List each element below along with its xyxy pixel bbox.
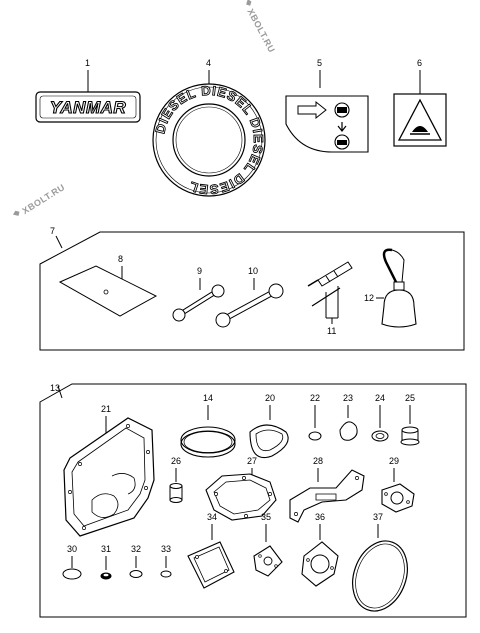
callout-8: 8 (118, 254, 123, 264)
callout-10: 10 (248, 266, 258, 276)
part-36-flange-gasket (301, 524, 339, 587)
part-11-screwdriver-set (307, 261, 353, 324)
part-20-oval-gasket (249, 405, 289, 459)
callout-6: 6 (417, 58, 422, 68)
part-29-flange-gasket (381, 468, 415, 513)
part-26-sleeve (169, 468, 183, 503)
part-21-case-gasket (63, 416, 155, 537)
part-5-oil-indicator-label (285, 70, 369, 153)
group-13-frame (39, 383, 467, 618)
callout-12: 12 (364, 293, 374, 303)
callout-5: 5 (317, 58, 322, 68)
callout-25: 25 (405, 393, 415, 403)
part-6-warning-label (393, 70, 447, 147)
callout-35: 35 (261, 512, 271, 522)
group-7-frame (39, 231, 465, 351)
watermark-text: XBOLT.RU (245, 7, 277, 54)
watermark-left: XBOLT.RU (13, 182, 67, 216)
callout-36: 36 (315, 512, 325, 522)
part-10-wrench (215, 278, 284, 328)
part-31-washer (100, 556, 112, 580)
callout-30: 30 (67, 544, 77, 554)
yanmar-logo-text: YANMAR (50, 98, 127, 117)
part-28-manifold-gasket (289, 468, 365, 523)
part-33-washer (160, 556, 172, 578)
callout-27: 27 (247, 456, 257, 466)
callout-28: 28 (313, 456, 323, 466)
part-1-yanmar-label: YANMAR (35, 70, 141, 123)
callout-9: 9 (197, 266, 202, 276)
callout-7: 7 (50, 226, 55, 236)
callout-37: 37 (373, 512, 383, 522)
part-22-washer (308, 405, 322, 441)
callout-21: 21 (101, 404, 111, 414)
part-25-drain-plug (400, 405, 420, 446)
part-14-large-ring (180, 405, 236, 458)
callout-33: 33 (161, 544, 171, 554)
callout-22: 22 (310, 393, 320, 403)
part-24-washer (371, 405, 389, 442)
part-34-plate-gasket (187, 524, 235, 589)
part-8-instruction-sheet (58, 265, 158, 317)
callout-13: 13 (50, 383, 60, 393)
callout-34: 34 (207, 512, 217, 522)
callout-24: 24 (375, 393, 385, 403)
callout-26: 26 (171, 456, 181, 466)
callout-23: 23 (343, 393, 353, 403)
callout-14: 14 (203, 393, 213, 403)
part-35-gasket (253, 524, 283, 577)
part-37-large-o-ring (352, 524, 408, 612)
part-27-cover-gasket (205, 468, 277, 521)
callout-1: 1 (85, 58, 90, 68)
part-30-seal-disc (62, 556, 82, 580)
callout-11: 11 (327, 326, 336, 336)
part-9-wrench (172, 278, 225, 322)
callout-29: 29 (389, 456, 399, 466)
part-12-oil-bottle (376, 248, 417, 328)
callout-32: 32 (131, 544, 141, 554)
watermark-top: XBOLT.RU (245, 0, 277, 54)
callout-31: 31 (101, 544, 111, 554)
part-23-seal (339, 405, 358, 441)
callout-20: 20 (265, 393, 275, 403)
callout-4: 4 (206, 58, 211, 68)
watermark-text: XBOLT.RU (20, 182, 66, 216)
part-4-diesel-ring-decal: DIESEL DIESEL DIESEL DIESEL (152, 70, 266, 198)
part-32-washer (129, 556, 143, 578)
